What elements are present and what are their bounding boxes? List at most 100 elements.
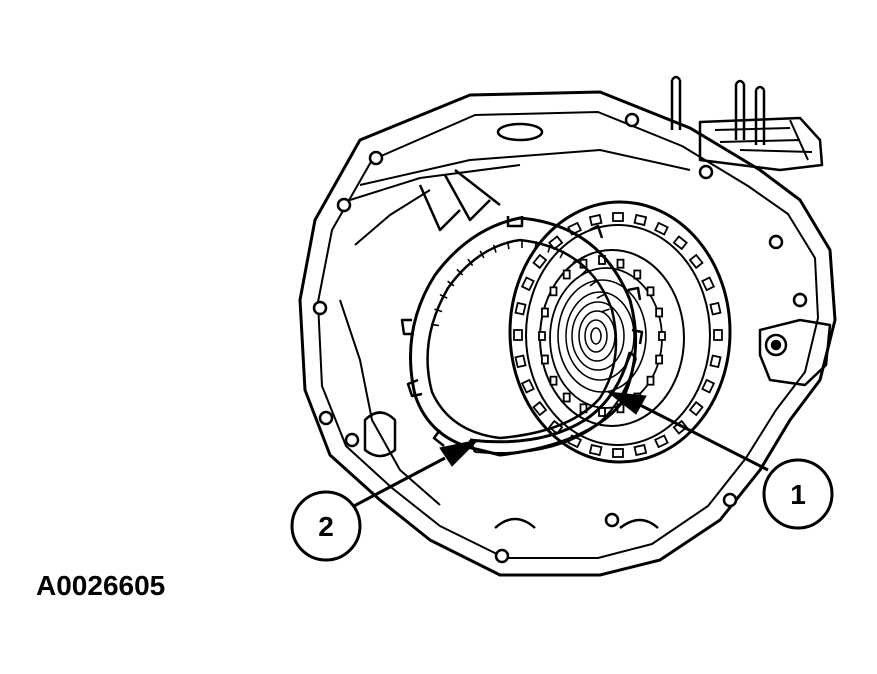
spline-tooth xyxy=(601,308,610,313)
callout-1-arrowhead xyxy=(606,391,647,415)
callout-1-leader xyxy=(639,403,769,472)
drum-slot xyxy=(701,276,716,292)
drum-slot xyxy=(532,400,548,417)
spline-tooth xyxy=(559,250,565,259)
bolt-hole xyxy=(768,234,784,250)
case-left-boss xyxy=(363,411,397,458)
valve-body-block xyxy=(698,116,824,172)
bolt-hole xyxy=(792,292,808,308)
drum-slot xyxy=(658,331,666,341)
linkage-rod-2 xyxy=(734,79,746,140)
callout-2-label: 2 xyxy=(318,511,334,542)
drum-hub xyxy=(590,327,602,345)
drum-slot xyxy=(549,375,558,386)
spline-tooth xyxy=(479,250,485,259)
drum-slot xyxy=(541,354,549,365)
bolt-hole xyxy=(318,410,334,426)
case-top-oval xyxy=(496,122,544,142)
drum-slot xyxy=(538,331,546,341)
callout-1-label: 1 xyxy=(790,479,806,510)
drum-slot xyxy=(588,213,603,227)
spline-tooth xyxy=(447,280,455,287)
spline-tooth xyxy=(596,293,605,299)
case-web-strut xyxy=(418,169,501,232)
drum-slot xyxy=(709,301,722,316)
case-outer-outline xyxy=(298,90,837,577)
drum-slot xyxy=(633,443,648,457)
drum-slot xyxy=(653,221,669,236)
drum-slot xyxy=(514,301,527,316)
bolt-hole xyxy=(494,548,510,564)
linkage-rod-1 xyxy=(670,75,682,130)
pressure-plate-inner xyxy=(426,238,618,440)
callout-1-circle xyxy=(762,458,834,530)
spline-tooth xyxy=(430,323,440,327)
drum-slot xyxy=(598,407,606,417)
drum-ring-h xyxy=(584,319,608,353)
callout-1: 1 xyxy=(606,391,834,530)
plate-lugs xyxy=(400,216,644,447)
bolt-hole xyxy=(344,432,360,448)
clutch-drum-assembly xyxy=(508,200,732,464)
drum-slot xyxy=(672,235,688,251)
drum-slot xyxy=(562,269,571,280)
pressure-plate xyxy=(400,216,644,457)
linkage-rod-3 xyxy=(754,85,766,145)
drum-slot xyxy=(520,276,535,292)
drum-slot xyxy=(653,434,669,449)
drum-slot xyxy=(701,378,716,394)
drum-slot xyxy=(655,307,663,318)
case-bottom-slot-2 xyxy=(619,518,659,529)
drum-slot xyxy=(520,378,535,394)
drum-slot xyxy=(633,269,642,280)
bolt-hole xyxy=(624,112,640,128)
bolt-hole xyxy=(698,164,714,180)
spline-tooth xyxy=(506,241,510,250)
figure-id: A0026605 xyxy=(36,570,166,601)
drum-slot xyxy=(633,213,648,227)
spline-tooth xyxy=(492,244,497,253)
case-inner-outline xyxy=(317,111,819,559)
valve-body-detail xyxy=(714,119,813,161)
bolt-hole xyxy=(722,492,738,508)
drum-slot xyxy=(549,286,558,297)
drum-slot xyxy=(612,448,624,458)
bolt-hole xyxy=(312,300,328,316)
drum-slot xyxy=(646,286,655,297)
spline-tooth xyxy=(580,268,588,276)
callout-2-circle xyxy=(290,490,362,562)
drum-slot xyxy=(646,375,655,386)
pressure-plate-outer xyxy=(409,216,638,457)
drum-ring-e xyxy=(565,291,635,381)
bolt-hole xyxy=(368,150,384,166)
drum-slot xyxy=(713,329,723,341)
drum-slot xyxy=(709,354,722,369)
spline-tooth xyxy=(456,268,464,276)
drum-slot xyxy=(612,212,624,222)
drum-outer xyxy=(508,200,732,464)
transmission-case xyxy=(298,90,837,577)
drum-slot xyxy=(513,329,523,341)
spline-tooth xyxy=(434,308,443,313)
callout-2-arrowhead xyxy=(439,439,480,467)
spline-tooth xyxy=(589,280,597,287)
drum-slot xyxy=(655,354,663,365)
drum-slot xyxy=(688,400,704,417)
bolt-hole xyxy=(604,512,620,528)
side-bracket xyxy=(758,318,832,387)
drum-slot xyxy=(548,235,564,251)
snap-ring-inner xyxy=(474,357,637,455)
case-flange-lip xyxy=(349,149,691,201)
snap-ring-outer xyxy=(469,351,632,444)
drum-slot xyxy=(588,443,603,457)
bracket-pivot-center xyxy=(770,339,782,351)
drum-ring-a xyxy=(525,224,711,446)
drum-slot xyxy=(514,354,527,369)
spline-tooth xyxy=(439,293,448,299)
drum-slot xyxy=(688,253,704,270)
drum-slot xyxy=(541,307,549,318)
spline-tooth xyxy=(467,258,474,267)
drum-slot xyxy=(616,258,625,269)
valve-body-linkage xyxy=(670,75,832,387)
